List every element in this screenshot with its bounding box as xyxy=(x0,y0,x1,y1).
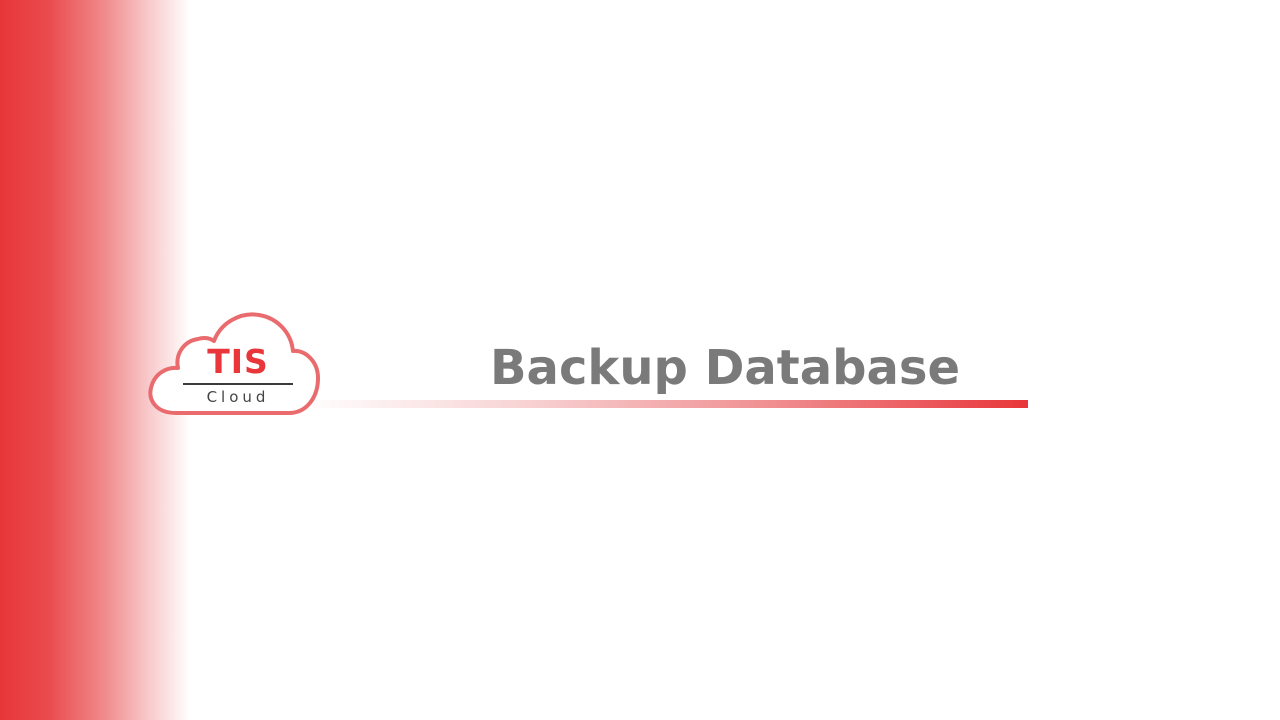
logo-divider xyxy=(183,383,293,385)
slide-title: Backup Database xyxy=(489,340,961,396)
title-underline xyxy=(300,400,1028,408)
logo-mark-text: TIS xyxy=(207,342,269,381)
cloud-outline-icon xyxy=(148,312,320,415)
tis-cloud-logo: TIS Cloud xyxy=(146,310,322,418)
side-gradient-band xyxy=(0,0,190,720)
logo-subtitle: Cloud xyxy=(206,388,270,406)
